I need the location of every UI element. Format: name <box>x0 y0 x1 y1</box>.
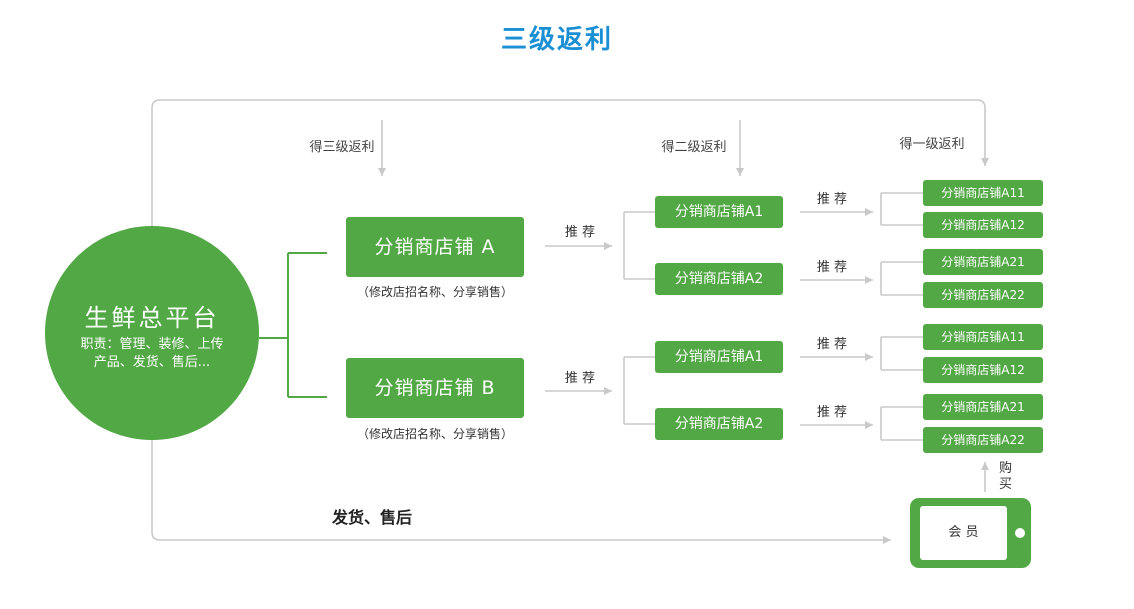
store-b-grandchild-21: 分销商店铺A21 <box>923 394 1043 420</box>
bracket-a2 <box>880 261 923 296</box>
store-b: 分销商店铺 B <box>346 358 524 418</box>
bracket-b <box>623 356 655 425</box>
platform-bracket <box>259 252 327 398</box>
bracket-b-a2 <box>880 406 923 441</box>
phone-button-dot <box>1015 528 1025 538</box>
buy-label: 购买 <box>998 461 1012 492</box>
level1-rebate-label: 得一级返利 <box>899 137 965 152</box>
store-b-grandchild-12: 分销商店铺A12 <box>923 357 1043 383</box>
store-b-note: （修改店招名称、分享销售） <box>356 427 513 441</box>
recommend-label-b-a1: 推 荐 <box>816 337 848 352</box>
recommend-label-a: 推 荐 <box>564 225 596 240</box>
store-a-grandchild-11: 分销商店铺A11 <box>923 180 1043 206</box>
recommend-label-b-a2: 推 荐 <box>816 405 848 420</box>
store-b-grandchild-11: 分销商店铺A11 <box>923 324 1043 350</box>
recommend-label-a2: 推 荐 <box>816 260 848 275</box>
rebate-loop-line <box>151 99 989 228</box>
platform-duties-line2: 产品、发货、售后... <box>93 355 211 370</box>
member-label: 会 员 <box>920 506 1007 560</box>
diagram-title: 三级返利 <box>500 25 613 55</box>
bracket-a1 <box>880 192 923 226</box>
bracket-a <box>623 211 655 280</box>
store-a-child-1: 分销商店铺A1 <box>655 196 783 228</box>
store-a-grandchild-22: 分销商店铺A22 <box>923 282 1043 308</box>
bracket-b-a1 <box>880 336 923 371</box>
platform-name: 生鲜总平台 <box>84 304 220 332</box>
store-b-child-2: 分销商店铺A2 <box>655 408 783 440</box>
store-a-grandchild-12: 分销商店铺A12 <box>923 212 1043 238</box>
recommend-label-a1: 推 荐 <box>816 192 848 207</box>
store-b-child-1: 分销商店铺A1 <box>655 341 783 373</box>
store-a-child-2: 分销商店铺A2 <box>655 263 783 295</box>
store-a-note: （修改店招名称、分享销售） <box>356 285 513 299</box>
level2-rebate-label: 得二级返利 <box>661 140 727 155</box>
store-a-grandchild-21: 分销商店铺A21 <box>923 249 1043 275</box>
delivery-label: 发货、售后 <box>331 508 412 527</box>
level3-rebate-label: 得三级返利 <box>309 140 375 155</box>
platform-duties-line1: 职责：管理、装修、上传 <box>80 337 224 352</box>
recommend-label-b: 推 荐 <box>564 371 596 386</box>
delivery-line <box>151 440 891 544</box>
member-phone-icon: 会 员 <box>910 498 1031 568</box>
store-a: 分销商店铺 A <box>346 217 524 277</box>
store-b-grandchild-22: 分销商店铺A22 <box>923 427 1043 453</box>
platform-circle: 生鲜总平台 职责：管理、装修、上传 产品、发货、售后... <box>45 226 259 440</box>
